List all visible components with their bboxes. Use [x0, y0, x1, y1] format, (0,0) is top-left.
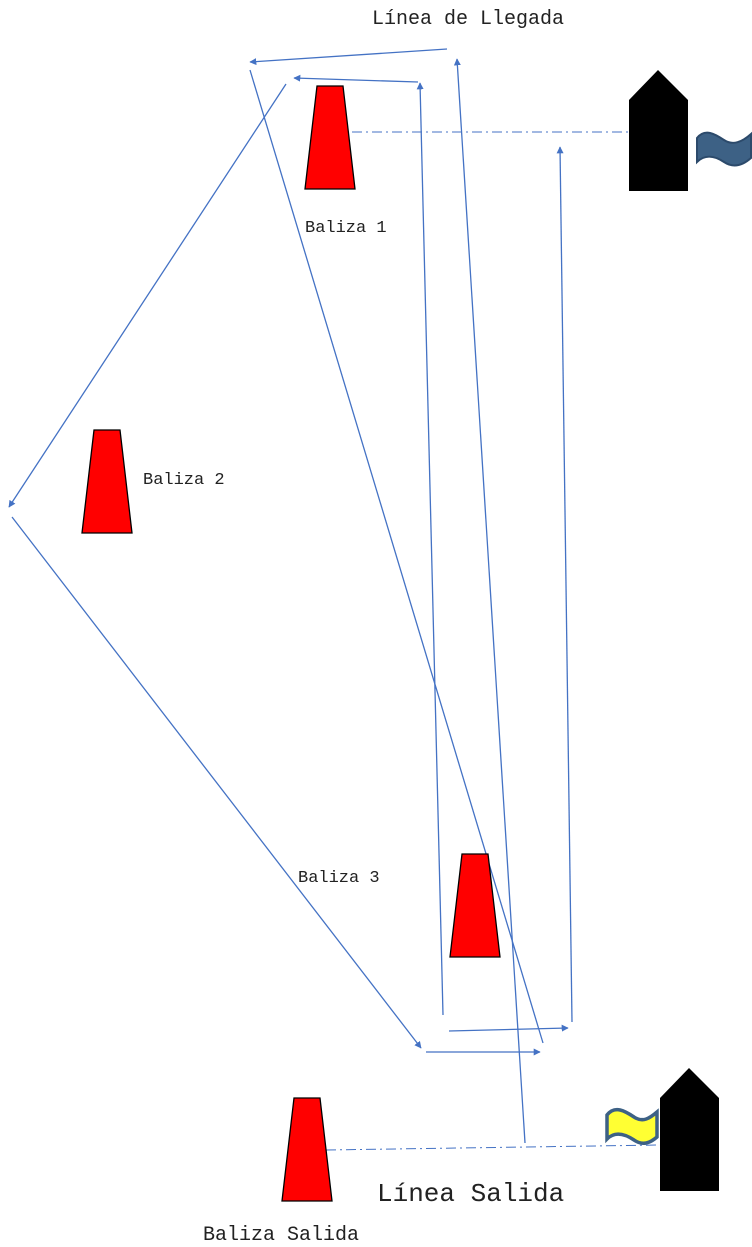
red-buoy-icon [281, 1097, 333, 1202]
route-leg [556, 146, 573, 1023]
red-buoy-icon [449, 853, 501, 958]
start-buoy [281, 1097, 333, 1202]
buoy-3 [449, 853, 501, 958]
start-line-marker [325, 1144, 661, 1151]
start-line-label: Línea Salida [377, 1179, 564, 1209]
buoy-3-label: Baliza 3 [298, 869, 380, 888]
finish-boat [629, 70, 752, 191]
route-leg [8, 83, 287, 508]
yellow-flag-icon [605, 1107, 659, 1146]
buoy-2-label: Baliza 2 [143, 471, 225, 490]
route-leg [11, 516, 422, 1049]
buoy-1-label: Baliza 1 [305, 219, 387, 238]
buoy-2 [81, 429, 133, 534]
buoy-1 [304, 85, 356, 190]
route-leg [453, 58, 526, 1144]
red-buoy-icon [81, 429, 133, 534]
start-buoy-label: Baliza Salida [203, 1224, 359, 1247]
finish-line-label: Línea de Llegada [372, 8, 564, 31]
route-leg [448, 1024, 569, 1032]
route-leg [249, 48, 448, 66]
route-leg [249, 69, 544, 1044]
committee-boat-icon [629, 70, 688, 191]
committee-boat-icon [660, 1068, 719, 1191]
route-leg [416, 82, 444, 1016]
course-route [8, 48, 573, 1144]
red-buoy-icon [304, 85, 356, 190]
start-boat [605, 1068, 719, 1191]
blue-flag-icon [696, 131, 752, 167]
route-leg [293, 74, 419, 83]
